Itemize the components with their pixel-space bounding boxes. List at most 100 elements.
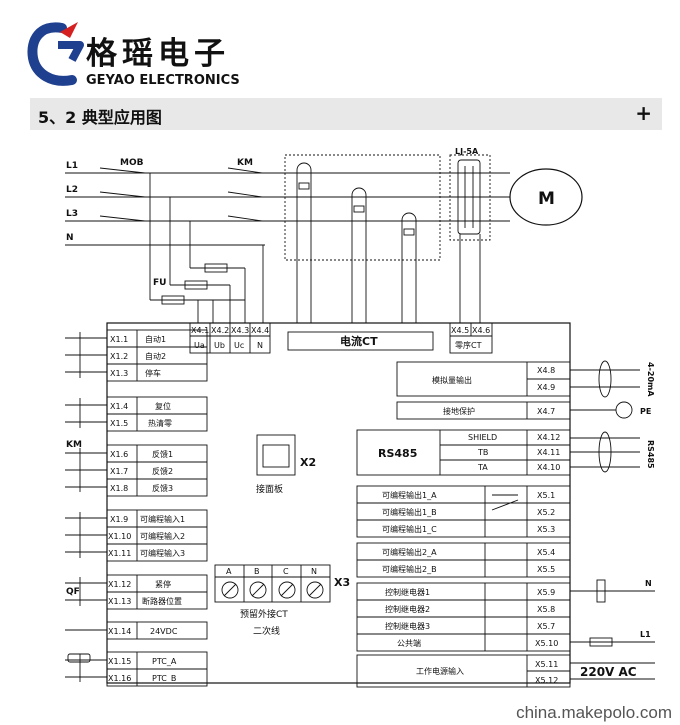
x3-label-1: 预留外接CT: [240, 608, 288, 620]
label-X1.3: 停车: [145, 368, 161, 378]
terminal-X5.11: X5.11: [535, 660, 558, 669]
signal-N: N: [257, 341, 263, 350]
terminal-X4.6: X4.6: [472, 326, 490, 335]
ground-label: 接地保护: [443, 406, 475, 416]
label-X1.12: 紧停: [155, 579, 171, 589]
terminal-X1.12: X1.12: [108, 580, 131, 589]
lj5a-label: LJ-5A: [455, 147, 479, 156]
label-X1.5: 热清零: [148, 418, 172, 428]
label-X1.15: PTC_A: [152, 657, 177, 666]
terminal-X4.10: X4.10: [537, 463, 560, 472]
terminal-X1.14: X1.14: [108, 627, 131, 636]
terminal-X5.9: X5.9: [537, 588, 555, 597]
motor-label: M: [538, 189, 555, 209]
terminal-X1.15: X1.15: [108, 657, 131, 666]
terminal-X1.16: X1.16: [108, 674, 131, 683]
line-N: N: [66, 233, 74, 243]
terminal-X4.2: X4.2: [211, 326, 229, 335]
x3-id: X3: [334, 576, 350, 589]
label-X1.8: 反馈3: [152, 483, 173, 493]
label-X5.9: 控制继电器1: [385, 587, 430, 597]
power-label: 工作电源输入: [416, 666, 464, 676]
rs485-signal-ta: TA: [477, 463, 488, 472]
terminal-X4.4: X4.4: [251, 326, 269, 335]
relay-l1-label: L1: [640, 630, 651, 639]
analog-output-spec: 4-20mA: [646, 362, 655, 397]
terminal-X5.2: X5.2: [537, 508, 555, 517]
ct-label: 电流CT: [340, 334, 378, 348]
x3-term-n: N: [311, 567, 317, 576]
brand-logo: 格瑶电子 GEYAO ELECTRONICS: [27, 22, 240, 88]
rs485-signal-shield: SHIELD: [468, 433, 497, 442]
label-X1.9: 可编程输入1: [140, 514, 185, 524]
terminal-X1.3: X1.3: [110, 369, 128, 378]
signal-Ua: Ua: [194, 341, 205, 350]
label-X1.7: 反馈2: [152, 466, 173, 476]
label-X5.4: 可编程输出2_A: [382, 547, 437, 557]
x3-term-a: A: [226, 567, 232, 576]
label-X5.2: 可编程输出1_B: [382, 507, 437, 517]
label-X5.10: 公共端: [397, 638, 421, 648]
zero-ct-label: 零序CT: [455, 340, 482, 350]
analog-output-label: 模拟量输出: [432, 375, 472, 385]
terminal-X5.5: X5.5: [537, 565, 555, 574]
label-X1.11: 可编程输入3: [140, 548, 185, 558]
label-X1.6: 反馈1: [152, 449, 173, 459]
terminal-X4.1: X4.1: [191, 326, 209, 335]
label-X1.13: 断路器位置: [142, 596, 182, 606]
line-L3: L3: [66, 209, 78, 219]
label-X1.16: PTC_B: [152, 674, 176, 683]
fu-label: FU: [153, 278, 166, 288]
terminal-X1.7: X1.7: [110, 467, 128, 476]
x2-id: X2: [300, 456, 316, 469]
terminal-X1.1: X1.1: [110, 335, 128, 344]
left-km-label: KM: [66, 440, 82, 450]
terminal-X4.8: X4.8: [537, 366, 555, 375]
terminal-X1.4: X1.4: [110, 402, 128, 411]
terminal-X1.8: X1.8: [110, 484, 128, 493]
terminal-X1.6: X1.6: [110, 450, 128, 459]
label-X1.4: 复位: [155, 401, 171, 411]
left-qf-label: QF: [66, 587, 80, 597]
km-label: KM: [237, 158, 253, 168]
terminal-X5.12: X5.12: [535, 676, 558, 685]
terminal-X5.4: X5.4: [537, 548, 555, 557]
terminal-X4.12: X4.12: [537, 433, 560, 442]
terminal-X4.3: X4.3: [231, 326, 249, 335]
terminal-X1.9: X1.9: [110, 515, 128, 524]
rs485-label: RS485: [378, 447, 417, 460]
label-X5.3: 可编程输出1_C: [382, 524, 437, 534]
x3-term-b: B: [254, 567, 260, 576]
signal-Uc: Uc: [234, 341, 244, 350]
wiring-diagram: L1 L2 L3 N MOB KM FU M LJ-5A X4.1 X4.2 X…: [65, 147, 655, 688]
rs485-signal-tb: TB: [477, 448, 488, 457]
label-X5.7: 控制继电器3: [385, 621, 430, 631]
terminal-X5.10: X5.10: [535, 639, 558, 648]
terminal-X1.10: X1.10: [108, 532, 131, 541]
terminal-X1.2: X1.2: [110, 352, 128, 361]
terminal-X5.1: X5.1: [537, 491, 555, 500]
terminal-X4.9: X4.9: [537, 383, 555, 392]
section-header: 5、2 典型应用图 +: [30, 98, 662, 130]
rs485-output-label: RS485: [646, 440, 655, 469]
label-X1.1: 自动1: [145, 334, 166, 344]
section-title: 5、2 典型应用图: [38, 108, 162, 127]
label-X5.1: 可编程输出1_A: [382, 490, 437, 500]
label-X5.5: 可编程输出2_B: [382, 564, 437, 574]
x2-label: 接面板: [256, 483, 283, 495]
mob-label: MOB: [120, 158, 144, 168]
expand-button[interactable]: +: [635, 101, 652, 125]
power-voltage: 220V AC: [580, 665, 637, 679]
label-X1.14: 24VDC: [150, 627, 178, 636]
label-X5.8: 控制继电器2: [385, 604, 430, 614]
brand-name-cn: 格瑶电子: [86, 36, 230, 72]
terminal-X1.13: X1.13: [108, 597, 131, 606]
brand-name-en: GEYAO ELECTRONICS: [86, 73, 240, 88]
label-X1.10: 可编程输入2: [140, 531, 185, 541]
terminal-X4.11: X4.11: [537, 448, 560, 457]
terminal-X4.5: X4.5: [451, 326, 469, 335]
terminal-X5.8: X5.8: [537, 605, 555, 614]
logo-mark-icon: [27, 22, 84, 86]
terminal-X1.11: X1.11: [108, 549, 131, 558]
pe-label: PE: [640, 407, 651, 416]
